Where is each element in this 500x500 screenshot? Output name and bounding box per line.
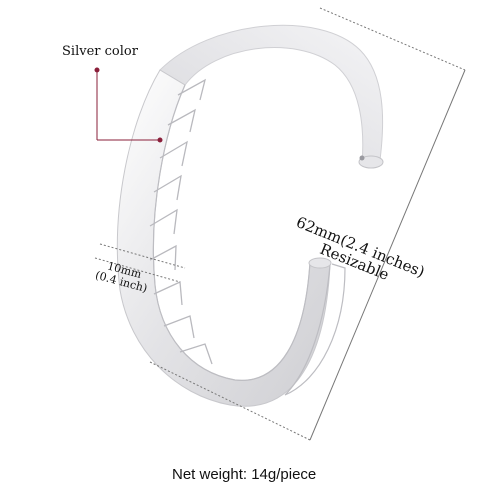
bangle-end-top (358, 155, 384, 169)
bangle-inner-rim (152, 84, 346, 396)
diameter-dimension (149, 7, 466, 441)
bangle-back-band (159, 24, 384, 166)
bangle-end-hole (359, 155, 365, 161)
silver-color-label: Silver color (62, 44, 138, 59)
engraving-pattern (149, 78, 213, 365)
width-dimension (94, 243, 186, 283)
callout-pointer (94, 67, 163, 143)
net-weight-label: Net weight: 14g/piece (172, 466, 317, 483)
bangle-end-bottom (308, 257, 332, 269)
